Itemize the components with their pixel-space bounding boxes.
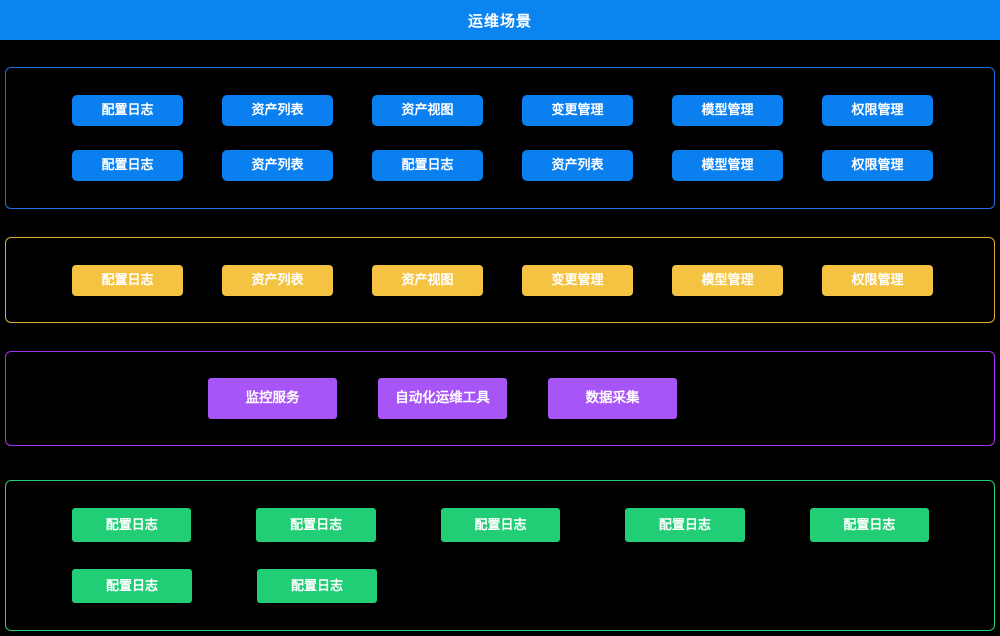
chip-button[interactable]: 配置日志 (440, 508, 561, 542)
purple-section: 监控服务 自动化运维工具 数据采集 (5, 351, 995, 446)
chip-button[interactable]: 配置日志 (72, 150, 183, 181)
chip-button[interactable]: 配置日志 (809, 508, 930, 542)
purple-section-rows: 监控服务 自动化运维工具 数据采集 (6, 352, 994, 445)
orange-section: 配置日志 资产列表 资产视图 变更管理 模型管理 权限管理 (5, 237, 995, 323)
chip-button[interactable]: 配置日志 (625, 508, 745, 542)
chip-button[interactable]: 配置日志 (72, 95, 183, 126)
chip-button[interactable]: 模型管理 (672, 150, 783, 181)
page-header: 运维场景 (0, 0, 1000, 40)
blue-section-rows: 配置日志 资产列表 资产视图 变更管理 模型管理 权限管理 配置日志 资产列表 … (6, 68, 994, 208)
chip-button[interactable]: 资产列表 (222, 150, 333, 181)
blue-section: 配置日志 资产列表 资产视图 变更管理 模型管理 权限管理 配置日志 资产列表 … (5, 67, 995, 209)
chip-button[interactable]: 配置日志 (72, 569, 192, 603)
chip-button[interactable]: 权限管理 (822, 95, 933, 126)
chip-button[interactable]: 模型管理 (672, 95, 783, 126)
chip-button[interactable]: 自动化运维工具 (378, 378, 507, 419)
page-title: 运维场景 (467, 11, 532, 30)
chip-button[interactable]: 配置日志 (256, 508, 376, 542)
chip-button[interactable]: 监控服务 (208, 378, 337, 419)
chip-button[interactable]: 配置日志 (72, 508, 192, 542)
chip-button[interactable]: 数据采集 (548, 378, 677, 419)
chip-button[interactable]: 资产视图 (372, 95, 483, 126)
chip-button[interactable]: 资产视图 (372, 264, 483, 296)
chip-button[interactable]: 权限管理 (822, 150, 933, 181)
chip-button[interactable]: 配置日志 (372, 150, 483, 181)
chip-button[interactable]: 资产列表 (222, 264, 333, 296)
purple-section-row-1: 监控服务 自动化运维工具 数据采集 (6, 368, 994, 430)
chip-button[interactable]: 模型管理 (672, 264, 783, 296)
chip-button[interactable]: 资产列表 (222, 95, 333, 126)
green-section-row-2: 配置日志 配置日志 (6, 556, 994, 617)
chip-button[interactable]: 配置日志 (257, 569, 377, 603)
green-section-row-1: 配置日志 配置日志 配置日志 配置日志 配置日志 (6, 495, 994, 556)
blue-section-row-1: 配置日志 资产列表 资产视图 变更管理 模型管理 权限管理 (6, 83, 994, 138)
blue-section-row-2: 配置日志 资产列表 配置日志 资产列表 模型管理 权限管理 (6, 138, 994, 193)
orange-section-row-1: 配置日志 资产列表 资产视图 变更管理 模型管理 权限管理 (6, 253, 994, 307)
chip-button[interactable]: 变更管理 (522, 95, 633, 126)
green-section: 配置日志 配置日志 配置日志 配置日志 配置日志 配置日志 配置日志 (5, 480, 995, 631)
chip-button[interactable]: 权限管理 (822, 264, 933, 296)
chip-button[interactable]: 变更管理 (522, 264, 633, 296)
green-section-rows: 配置日志 配置日志 配置日志 配置日志 配置日志 配置日志 配置日志 (6, 481, 994, 630)
orange-section-rows: 配置日志 资产列表 资产视图 变更管理 模型管理 权限管理 (6, 238, 994, 322)
chip-button[interactable]: 配置日志 (72, 264, 183, 296)
chip-button[interactable]: 资产列表 (522, 150, 633, 181)
